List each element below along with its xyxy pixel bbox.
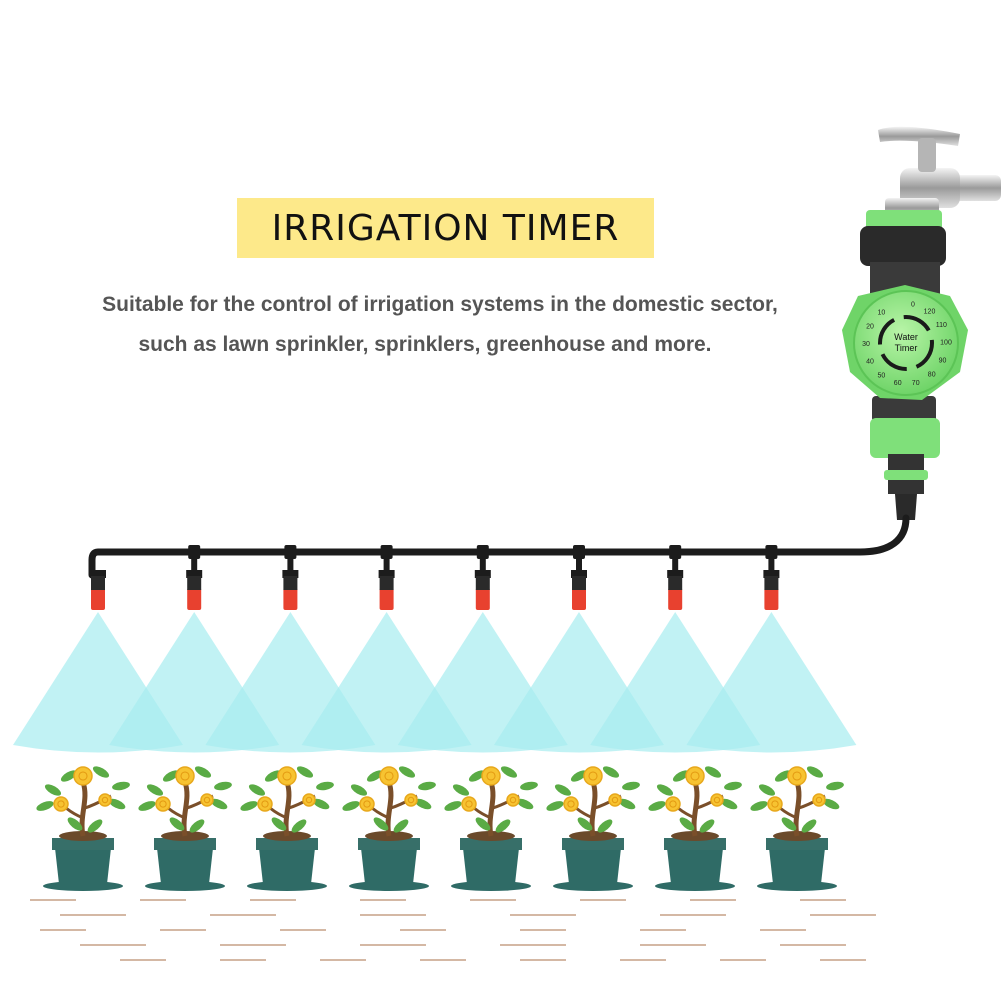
nozzle-cap <box>90 570 106 578</box>
dial-number: 70 <box>912 380 920 387</box>
coin-icon <box>710 793 724 807</box>
coin-icon <box>302 793 316 807</box>
coin-icon <box>787 766 807 786</box>
coin-icon <box>200 793 214 807</box>
hose-pipe <box>88 514 910 579</box>
nozzle-stem <box>576 556 582 574</box>
dial-number: 100 <box>940 340 952 347</box>
plant-pot-icon <box>342 766 436 891</box>
nozzle-cap <box>282 570 299 578</box>
coin-icon <box>481 766 501 786</box>
nozzle-body <box>668 576 683 590</box>
coin-icon <box>563 796 579 812</box>
plant-pot-icon <box>444 766 538 891</box>
pipe-connector <box>284 545 297 559</box>
coin-icon <box>175 766 195 786</box>
coin-icon <box>404 793 418 807</box>
nozzle-cap <box>186 570 203 578</box>
nozzle-cap <box>571 570 587 578</box>
nozzle-stem <box>768 556 775 574</box>
nozzle-cap <box>763 570 780 578</box>
dial-number: 50 <box>878 373 886 380</box>
dial-number: 120 <box>924 309 936 316</box>
plant-pot-icon <box>750 766 844 891</box>
coin-icon <box>608 793 622 807</box>
sprinkler-nozzle-icon <box>283 588 298 610</box>
nozzle-body <box>475 576 490 590</box>
description-line-1: Suitable for the control of irrigation s… <box>102 293 778 316</box>
dial-number: 0 <box>911 302 915 309</box>
coin-icon <box>812 793 826 807</box>
coin-icon <box>277 766 297 786</box>
ground-lines <box>30 899 876 961</box>
pipe-connector <box>476 545 489 559</box>
nozzle-stem <box>287 556 294 574</box>
dial-number: 40 <box>866 359 874 366</box>
heading-highlight: IRRIGATION TIMER <box>237 198 654 258</box>
faucet-icon <box>878 126 1001 218</box>
coin-icon <box>98 793 112 807</box>
page-title: IRRIGATION TIMER <box>271 207 620 249</box>
coin-icon <box>73 766 93 786</box>
water-spray-group <box>13 612 857 753</box>
nozzle-body <box>283 576 298 590</box>
coin-icon <box>379 766 399 786</box>
timer-label-water: Water <box>894 332 918 342</box>
sprinkler-nozzle-icon <box>91 588 105 610</box>
coin-icon <box>767 796 783 812</box>
coin-icon <box>461 796 477 812</box>
coin-icon <box>506 793 520 807</box>
dial-number: 10 <box>878 310 886 317</box>
plant-pot-icon <box>138 766 232 891</box>
nozzle-body <box>187 576 202 590</box>
plant-pot-icon <box>36 766 130 891</box>
water-spray <box>686 612 857 753</box>
coin-icon <box>685 766 705 786</box>
sprinkler-nozzle-icon <box>379 588 394 610</box>
nozzle-cap <box>667 570 684 578</box>
pipe-connector <box>188 545 201 559</box>
pipe-connector <box>573 545 585 559</box>
dial-number: 110 <box>936 322 947 329</box>
nozzle-stem <box>191 556 198 574</box>
nozzle-cap <box>378 570 395 578</box>
sprinkler-nozzle-icon <box>475 588 490 610</box>
sprinkler-nozzle-icon <box>187 588 202 610</box>
nozzle-cap <box>474 570 491 578</box>
nozzle-body <box>91 576 105 590</box>
nozzle-stem <box>383 556 390 574</box>
coin-icon <box>665 796 681 812</box>
pipe-connector <box>765 545 778 559</box>
description-line-2: such as lawn sprinkler, sprinklers, gree… <box>138 333 712 356</box>
plant-pot-group <box>36 766 844 891</box>
coin-icon <box>583 766 603 786</box>
dial-number: 90 <box>939 357 947 364</box>
coin-icon <box>155 796 171 812</box>
timer-label-timer: Timer <box>895 343 918 353</box>
coin-icon <box>53 796 69 812</box>
plant-pot-icon <box>546 766 640 891</box>
pipe-connector <box>380 545 393 559</box>
sprinkler-nozzle-icon <box>668 588 683 610</box>
plant-pot-icon <box>240 766 334 891</box>
coin-icon <box>257 796 273 812</box>
coin-icon <box>359 796 375 812</box>
nozzle-stem <box>672 556 679 574</box>
nozzle-body <box>572 576 586 590</box>
dial-number: 20 <box>866 324 874 331</box>
nozzle-body <box>379 576 394 590</box>
sprinkler-nozzle-group <box>90 545 780 610</box>
nozzle-body <box>764 576 779 590</box>
sprinkler-nozzle-icon <box>764 588 779 610</box>
sprinkler-nozzle-icon <box>572 588 586 610</box>
nozzle-stem <box>479 556 486 574</box>
dial-number: 60 <box>894 380 902 387</box>
plant-pot-icon <box>648 766 742 891</box>
pipe-connector <box>669 545 682 559</box>
dial-number: 30 <box>862 341 870 348</box>
dial-number: 80 <box>928 372 936 379</box>
